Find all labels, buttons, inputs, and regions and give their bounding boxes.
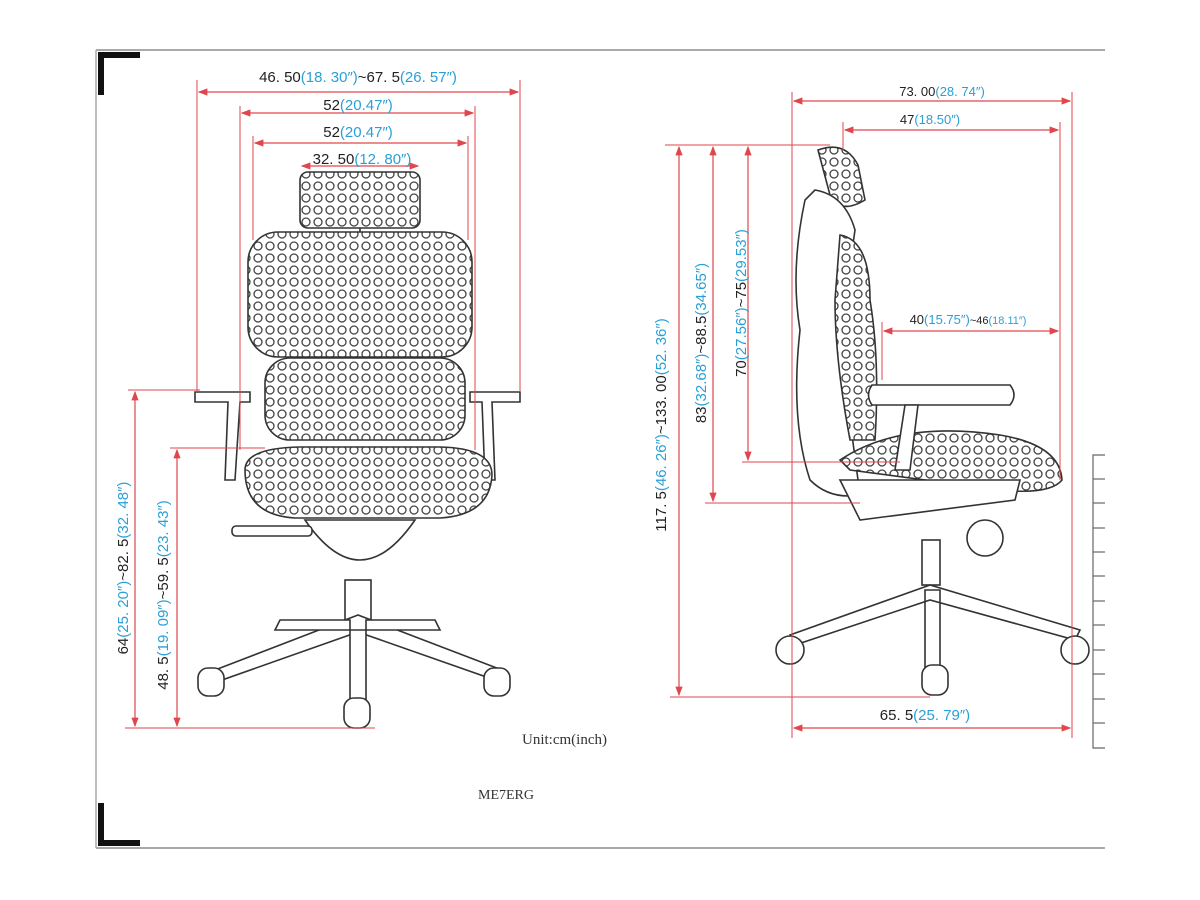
title-block-table [1092, 454, 1105, 749]
caster [921, 664, 949, 696]
model-label: ME7ERG [478, 788, 534, 803]
back-height-label: 83(32.68″)~88.5(34.65″) [693, 263, 710, 423]
overall-height-label: 117. 5(46. 26″)~133. 00(52. 36″) [653, 318, 670, 531]
corner-bracket-top [98, 52, 140, 95]
left-armrest [194, 391, 251, 481]
gas-cylinder [344, 579, 372, 621]
seat-mechanism [303, 519, 417, 561]
armrest [867, 384, 1015, 406]
base-depth-label: 65. 5(25. 79″) [880, 707, 970, 724]
back-width-label: 52(20.47″) [323, 97, 393, 114]
unit-label: Unit:cm(inch) [522, 732, 607, 748]
seat [244, 446, 493, 519]
seat-depth-adjust-label: 40(15.75″)~46(18.11″) [910, 312, 1027, 327]
tilt-knob [966, 519, 1004, 557]
seat-width-label: 52(20.47″) [323, 124, 393, 141]
caster [1060, 635, 1090, 665]
seat-mechanism [838, 479, 1022, 521]
backrest [247, 231, 473, 358]
side-dimensions: 73. 00(28. 74″) 47(18.50″) 40(15.75″)~46… [653, 84, 1073, 738]
caster [343, 697, 371, 729]
caster [197, 667, 225, 697]
seat-height-label: 48. 5(19. 09″)~59. 5(23. 43″) [155, 500, 172, 690]
seat [838, 430, 1063, 493]
headrest [299, 171, 421, 229]
arm-height-label: 64(25. 20″)~82. 5(32. 48″) [115, 482, 132, 655]
drawing-frame [95, 49, 1105, 849]
headrest-width-label: 32. 50(12. 80″) [313, 151, 412, 168]
backrest-height-label: 70(27.56″)~75(29.53″) [733, 229, 750, 377]
overall-width-label: 46. 50(18. 30″)~67. 5(26. 57″) [259, 69, 457, 86]
caster [775, 635, 805, 665]
front-view-chair [194, 171, 521, 729]
caster [483, 667, 511, 697]
right-armrest [469, 391, 521, 481]
base-legs [788, 584, 1082, 671]
gas-cylinder [921, 539, 941, 586]
lumbar-support [264, 357, 466, 441]
side-view-chair [775, 146, 1090, 696]
seat-depth-label: 47(18.50″) [900, 112, 960, 127]
front-dimensions: 46. 50(18. 30″)~67. 5(26. 57″) 52(20.47″… [115, 69, 521, 729]
corner-bracket-bottom [98, 803, 140, 846]
adjust-lever [231, 525, 313, 537]
overall-depth-label: 73. 00(28. 74″) [899, 84, 985, 99]
